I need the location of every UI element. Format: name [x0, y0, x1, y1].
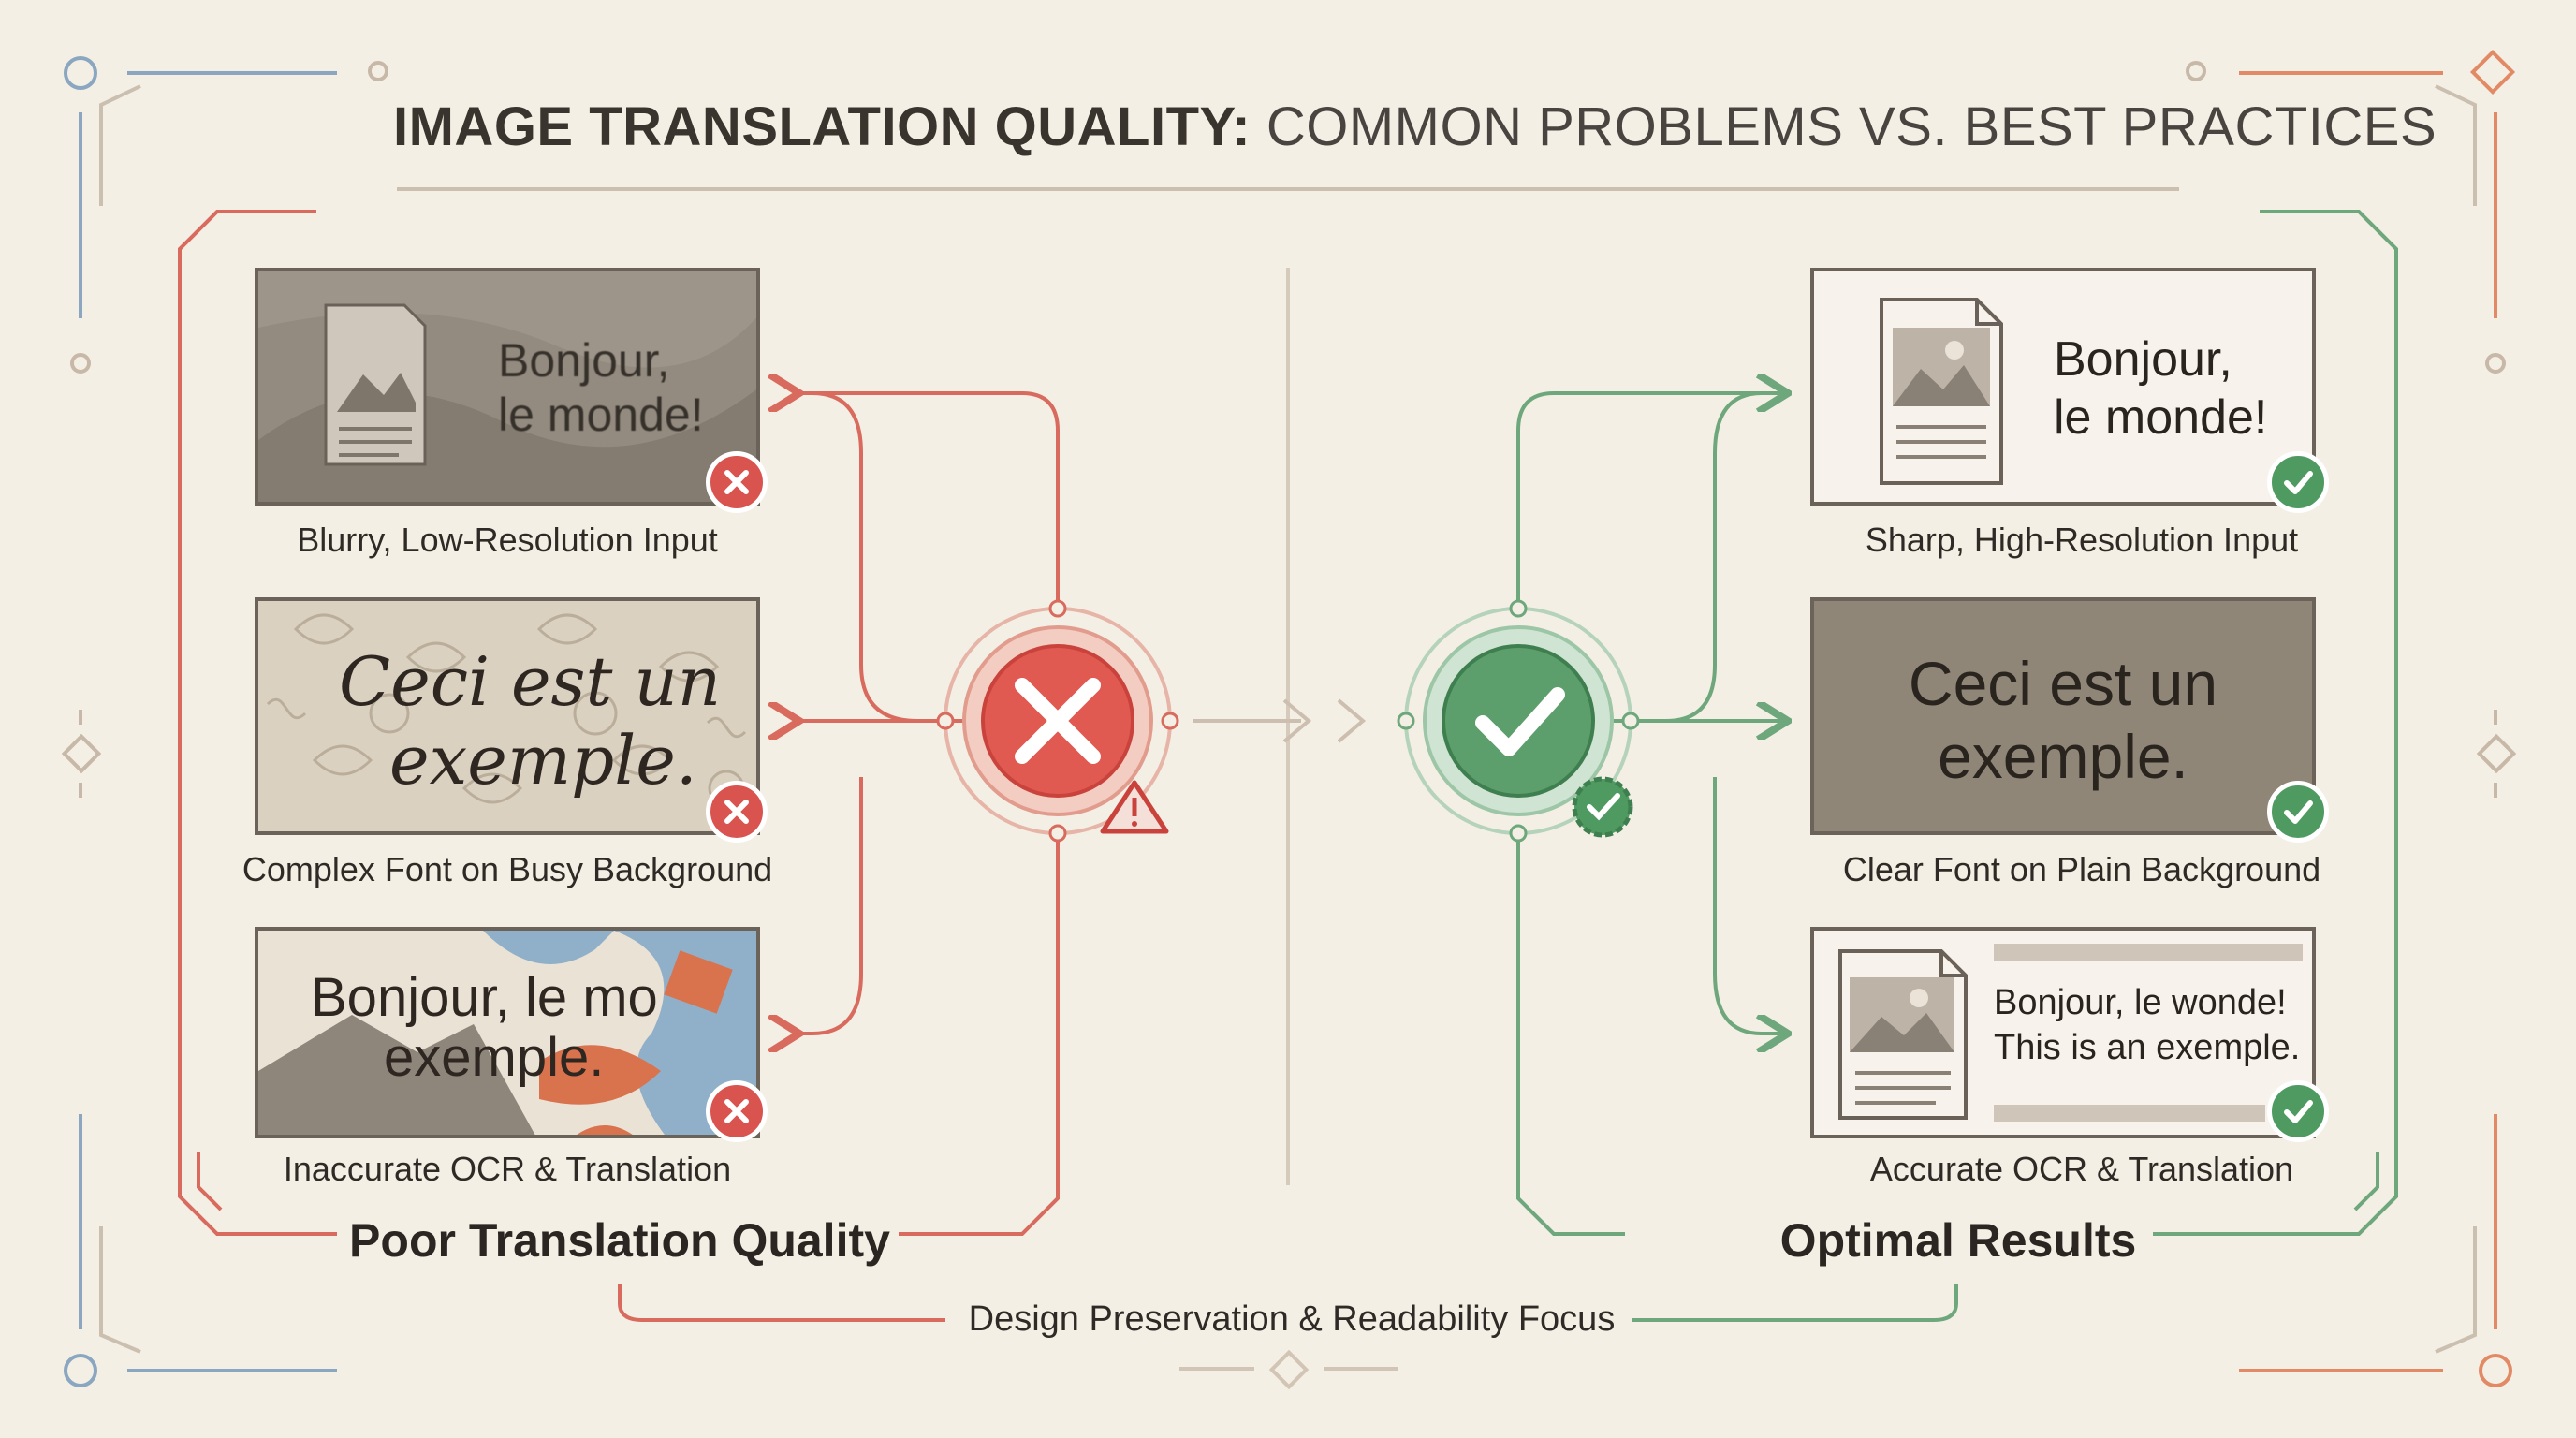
check-badge-icon	[2267, 451, 2329, 513]
inaccurate-text-line2: exemple.	[384, 1027, 605, 1088]
blurry-texture	[258, 271, 756, 502]
practice-card-sharp: Bonjour, le monde!	[1810, 268, 2316, 506]
practice-caption-clear: Clear Font on Plain Background	[1842, 850, 2321, 888]
verified-badge-icon	[1572, 776, 1633, 838]
footer-label: Design Preservation & Readability Focus	[968, 1299, 1616, 1339]
x-badge-icon	[706, 781, 768, 843]
x-badge-icon	[706, 451, 768, 513]
practice-caption-sharp: Sharp, High-Resolution Input	[1865, 521, 2299, 559]
clear-text-line1: Ceci est un	[1908, 649, 2218, 718]
practice-caption-accurate: Accurate OCR & Translation	[1869, 1150, 2294, 1188]
image-document-icon	[1838, 944, 2303, 1122]
problem-caption-blurry: Blurry, Low-Resolution Input	[297, 521, 718, 559]
abstract-shapes	[258, 931, 756, 1135]
image-document-icon	[324, 303, 427, 466]
warning-triangle-icon	[1100, 780, 1169, 834]
title-strong: IMAGE TRANSLATION QUALITY:	[393, 96, 1251, 157]
accurate-text-line2: This is an exemple.	[1994, 1028, 2301, 1067]
check-badge-icon	[2267, 1080, 2329, 1142]
problem-card-inaccurate: Bonjour, le mo exemple.	[255, 927, 760, 1138]
problem-card-busy: Ceci est un exemple.	[255, 597, 760, 835]
problem-caption-inaccurate: Inaccurate OCR & Translation	[283, 1150, 732, 1188]
check-circle-icon	[1397, 599, 1640, 843]
x-circle-icon	[936, 599, 1179, 843]
accurate-text-line1: Bonjour, le wonde!	[1994, 983, 2287, 1022]
inaccurate-text-line1: Bonjour, le mo	[311, 967, 658, 1028]
practice-card-accurate: Bonjour, le wonde! This is an exemple.	[1810, 927, 2316, 1138]
flow-arrows	[1193, 698, 1367, 743]
page-title: IMAGE TRANSLATION QUALITY: COMMON PROBLE…	[393, 95, 2437, 158]
title-light: COMMON PROBLEMS VS. BEST PRACTICES	[1266, 96, 2437, 157]
sharp-text-line1: Bonjour,	[2054, 332, 2232, 387]
check-badge-icon	[2267, 781, 2329, 843]
busy-text-line2: exemple.	[389, 721, 697, 800]
image-document-icon	[1880, 298, 2003, 485]
decorative-frame	[61, 49, 2517, 1390]
damask-pattern	[258, 601, 756, 831]
problem-card-blurry: Bonjour, le monde!	[255, 268, 760, 506]
footer-bracket	[618, 1284, 1958, 1322]
blurry-text-line1: Bonjour,	[498, 334, 670, 387]
sharp-text-line2: le monde!	[2054, 390, 2268, 445]
blurry-text-line2: le monde!	[498, 389, 704, 441]
problem-section-heading: Poor Translation Quality	[349, 1214, 890, 1267]
clear-text-line2: exemple.	[1938, 722, 2188, 791]
practice-section-heading: Optimal Results	[1779, 1214, 2137, 1267]
busy-text-line1: Ceci est un	[339, 642, 722, 721]
x-badge-icon	[706, 1080, 768, 1142]
practice-card-clear: Ceci est un exemple.	[1810, 597, 2316, 835]
problem-caption-busy: Complex Font on Busy Background	[242, 850, 773, 888]
